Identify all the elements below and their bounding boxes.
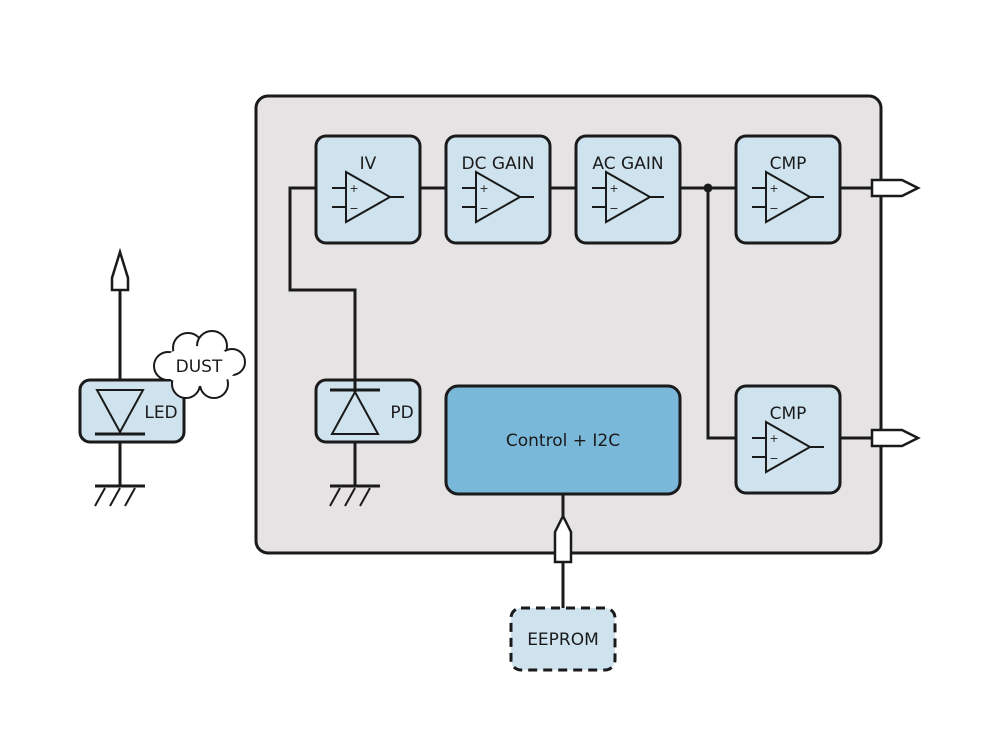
opamp-cmp-top-icon: + − (752, 170, 824, 224)
dust-label: DUST (176, 357, 223, 377)
led-up-arrow-icon (110, 247, 130, 292)
block-control: Control + I2C (444, 384, 682, 496)
block-cmp-bottom-label: CMP (770, 404, 807, 424)
opamp-dc-gain-minus: − (479, 202, 488, 215)
ground-pd-icon (329, 484, 380, 507)
opamp-cmp-bottom-icon: + − (752, 420, 824, 474)
opamp-cmp-top-minus: − (769, 202, 778, 215)
opamp-dc-gain-icon: + − (462, 170, 534, 224)
block-cmp-top-label: CMP (770, 154, 807, 174)
opamp-iv-plus: + (349, 182, 358, 195)
led-diode-icon (95, 389, 145, 436)
output-pin-bottom-icon (870, 428, 921, 448)
wire-pd-to-iv (288, 186, 357, 380)
opamp-ac-gain-minus: − (609, 202, 618, 215)
junction-dot (703, 183, 713, 193)
dust-cloud: DUST (153, 330, 246, 399)
block-dc-gain-label: DC GAIN (462, 154, 535, 174)
opamp-ac-gain-plus: + (609, 182, 618, 195)
block-eeprom-label: EEPROM (527, 630, 599, 650)
block-pd-label: PD (390, 403, 413, 423)
ground-led-icon (94, 484, 145, 507)
cloud-icon (153, 330, 246, 399)
block-cmp-bottom: CMP + − (734, 384, 842, 495)
block-ac-gain-label: AC GAIN (592, 154, 663, 174)
wire-branch-to-cmp-bottom (706, 188, 736, 440)
photodiode-icon (330, 380, 380, 435)
opamp-iv-icon: + − (332, 170, 404, 224)
block-cmp-top: CMP + − (734, 134, 842, 245)
block-iv: IV + − (314, 134, 422, 245)
opamp-cmp-bottom-plus: + (769, 432, 778, 445)
block-dc-gain: DC GAIN + − (444, 134, 552, 245)
block-led-label: LED (144, 403, 177, 423)
block-pd: PD (314, 378, 422, 444)
block-iv-label: IV (360, 154, 377, 174)
block-eeprom: EEPROM (509, 606, 617, 672)
opamp-dc-gain-plus: + (479, 182, 488, 195)
control-bus-pin-icon (553, 513, 573, 564)
opamp-ac-gain-icon: + − (592, 170, 664, 224)
opamp-cmp-top-plus: + (769, 182, 778, 195)
block-ac-gain: AC GAIN + − (574, 134, 682, 245)
block-led: LED (78, 378, 186, 444)
wires (118, 183, 872, 608)
output-pin-top-icon (870, 178, 921, 198)
block-control-label: Control + I2C (506, 431, 620, 451)
opamp-iv-minus: − (349, 202, 358, 215)
opamp-cmp-bottom-minus: − (769, 452, 778, 465)
